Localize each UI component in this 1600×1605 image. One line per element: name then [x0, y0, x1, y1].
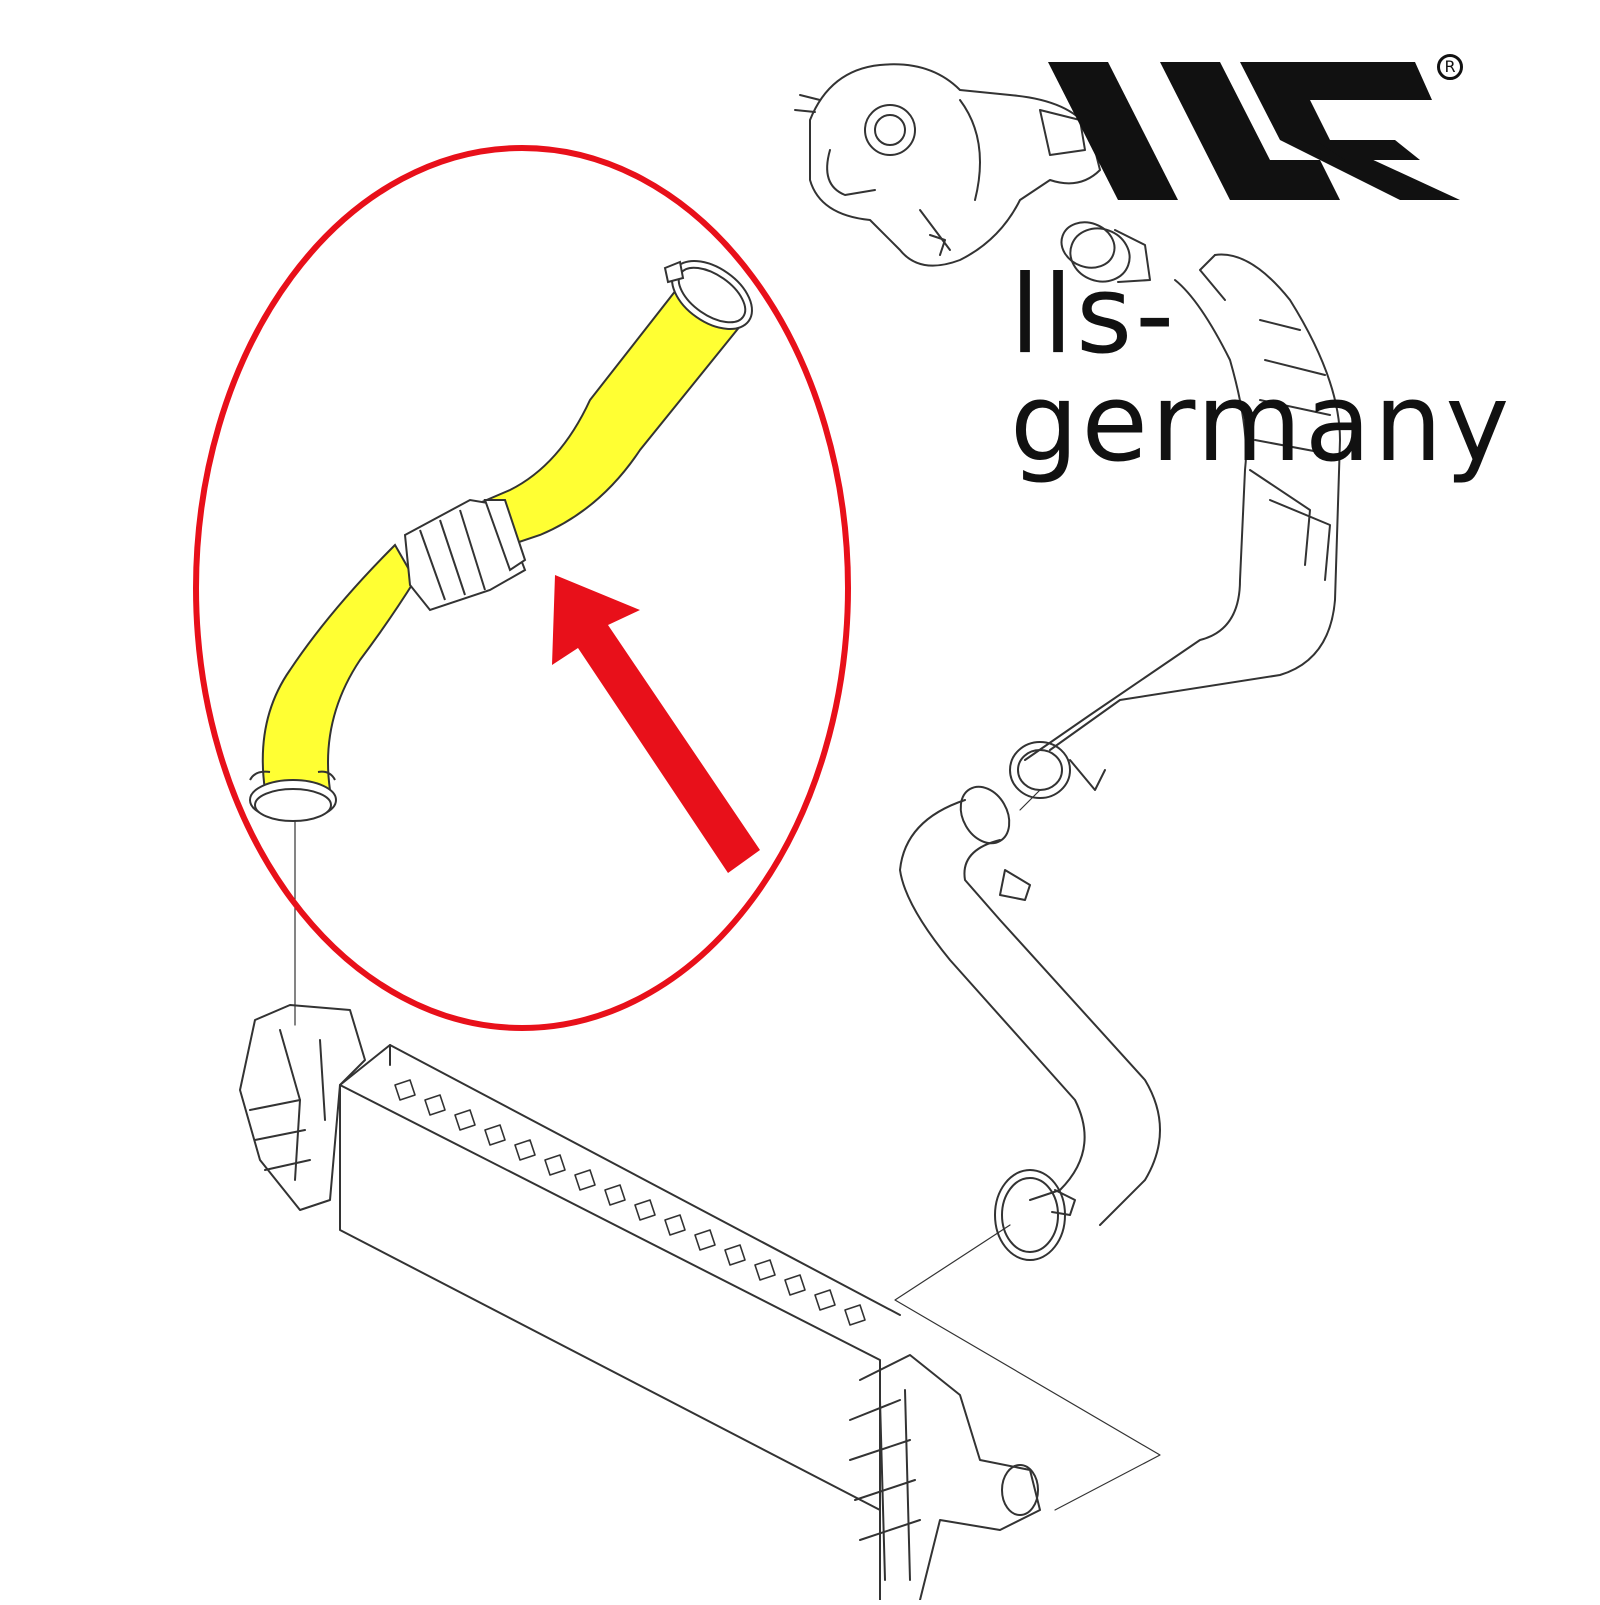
registered-mark: R: [1437, 54, 1463, 80]
intercooler-slots: [394, 1079, 866, 1326]
turbocharger: [794, 63, 1101, 267]
arrow-up-left-icon: [552, 575, 760, 873]
intercooler-outlet-hose: [249, 260, 753, 822]
brand-name: lls-germany: [1010, 253, 1513, 486]
intercooler: [239, 1004, 1041, 1601]
leader-lines: [294, 789, 1161, 1511]
intercooler-inlet-hose: [899, 785, 1161, 1261]
lls-logo-icon: [1048, 62, 1460, 200]
turbo-coupling: [1060, 221, 1151, 283]
callout-ellipse: [193, 145, 851, 1031]
